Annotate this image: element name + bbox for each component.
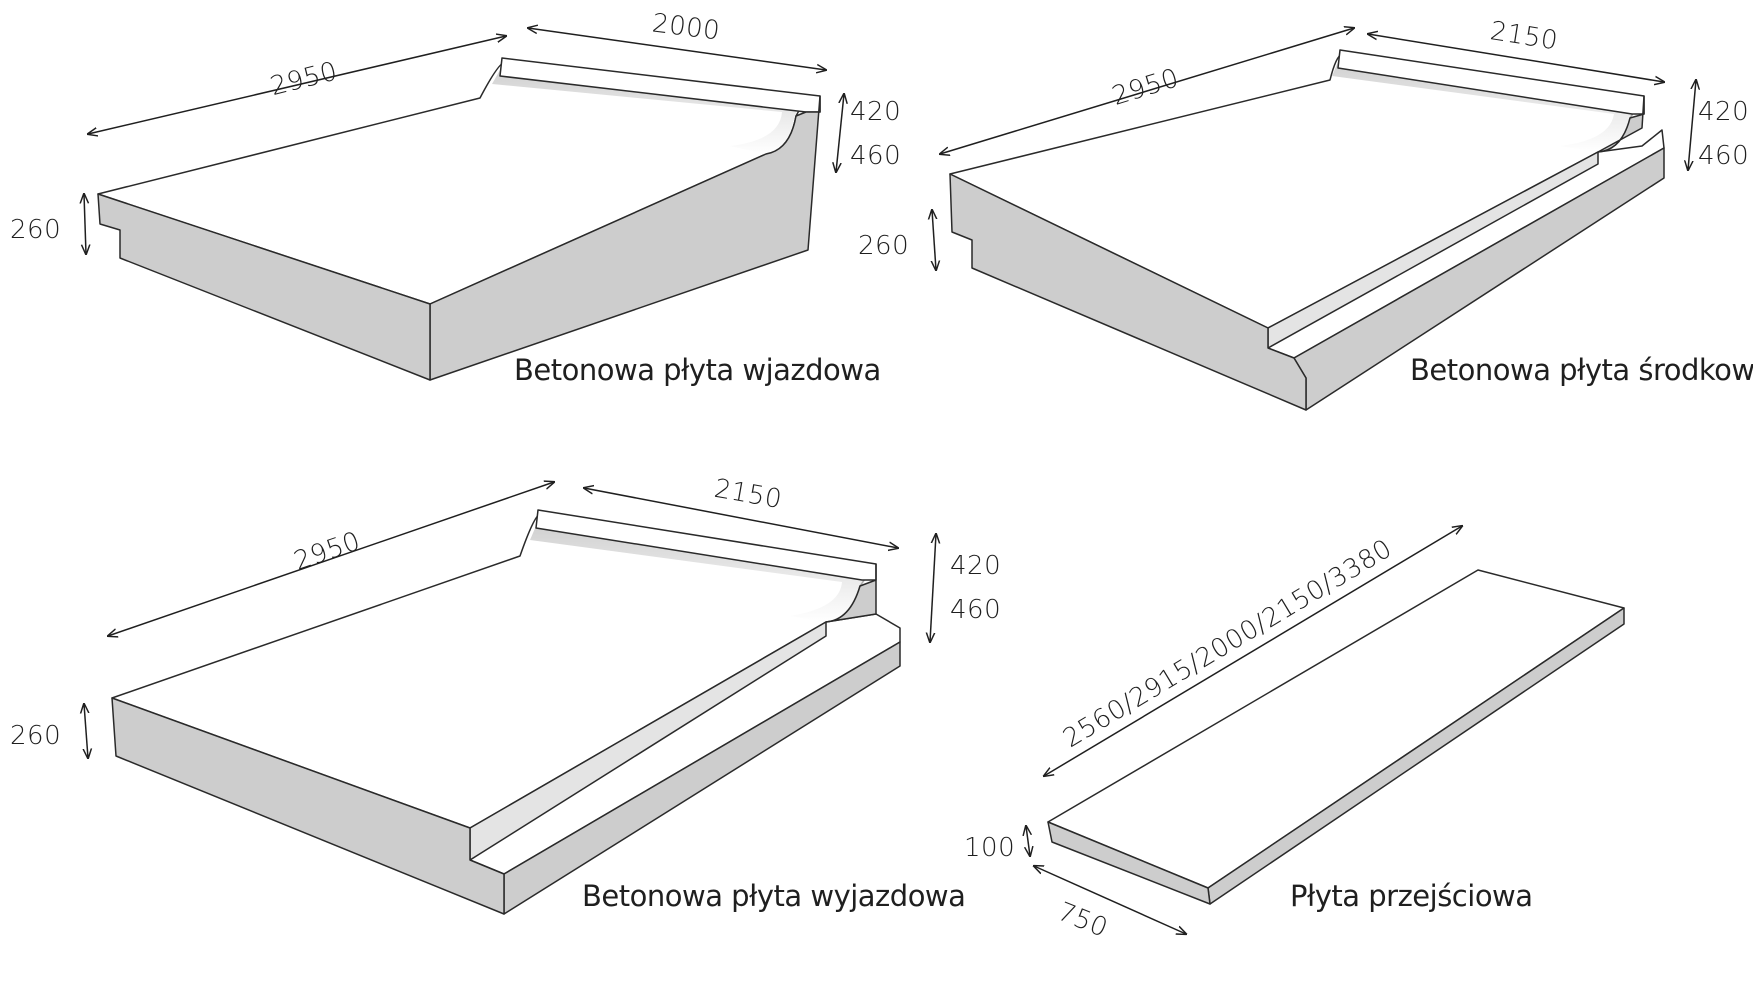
middle-width-arrow — [1368, 34, 1664, 82]
exit-length-label: 2950 — [290, 526, 364, 577]
entry-height-bottom-label: 460 — [850, 141, 901, 171]
middle-thickness-label: 260 — [858, 231, 909, 261]
slab-entry-front-side — [97, 193, 431, 381]
middle-width-label: 2150 — [1488, 16, 1560, 56]
middle-length-arrow — [940, 28, 1354, 154]
exit-height-bottom-label: 460 — [950, 595, 1001, 625]
entry-thickness-label: 260 — [10, 215, 61, 245]
middle-height-top-label: 420 — [1698, 97, 1749, 127]
entry-width-label: 2000 — [650, 8, 721, 46]
slab-exit-front-side — [111, 697, 505, 915]
entry-width-arrow — [528, 28, 826, 70]
exit-height-top-label: 420 — [950, 551, 1001, 581]
slab-exit-right-side — [825, 563, 877, 623]
transition-caption: Płyta przejściowa — [1290, 879, 1533, 913]
middle-length-label: 2950 — [1109, 63, 1183, 112]
entry-caption: Betonowa płyta wjazdowa — [514, 353, 881, 387]
entry-height-arrow — [836, 94, 844, 172]
exit-thickness-label: 260 — [10, 721, 61, 751]
middle-height-bottom-label: 460 — [1698, 141, 1749, 171]
exit-length-arrow — [108, 482, 554, 636]
slab-transition-top-face — [1047, 569, 1625, 889]
slab-exit — [111, 509, 901, 915]
entry-thickness-arrow — [84, 194, 86, 254]
entry-length-label: 2950 — [267, 56, 340, 102]
exit-caption: Betonowa płyta wyjazdowa — [582, 879, 965, 913]
slab-entry-curb-shade — [492, 70, 800, 154]
transition-length-arrow — [1044, 526, 1462, 776]
slab-middle-front-side — [949, 173, 1307, 411]
exit-thickness-arrow — [84, 704, 88, 758]
slab-middle-right-side — [1597, 95, 1645, 153]
slab-transition — [1047, 569, 1625, 905]
exit-width-label: 2150 — [712, 474, 784, 515]
dimension-lines — [84, 28, 1696, 934]
transition-thickness-label: 100 — [964, 833, 1015, 863]
entry-length-arrow — [88, 36, 506, 134]
slab-entry-right-side — [429, 95, 821, 381]
transition-width-label: 750 — [1053, 897, 1112, 944]
slab-entry — [97, 57, 821, 381]
transition-width-arrow — [1034, 866, 1186, 934]
middle-height-arrow — [1688, 80, 1696, 170]
exit-width-arrow — [584, 488, 898, 548]
middle-thickness-arrow — [932, 210, 936, 270]
transition-thickness-arrow — [1026, 826, 1030, 856]
exit-height-arrow — [930, 534, 936, 642]
middle-caption: Betonowa płyta środkowa — [1410, 353, 1753, 387]
entry-height-top-label: 420 — [850, 97, 901, 127]
